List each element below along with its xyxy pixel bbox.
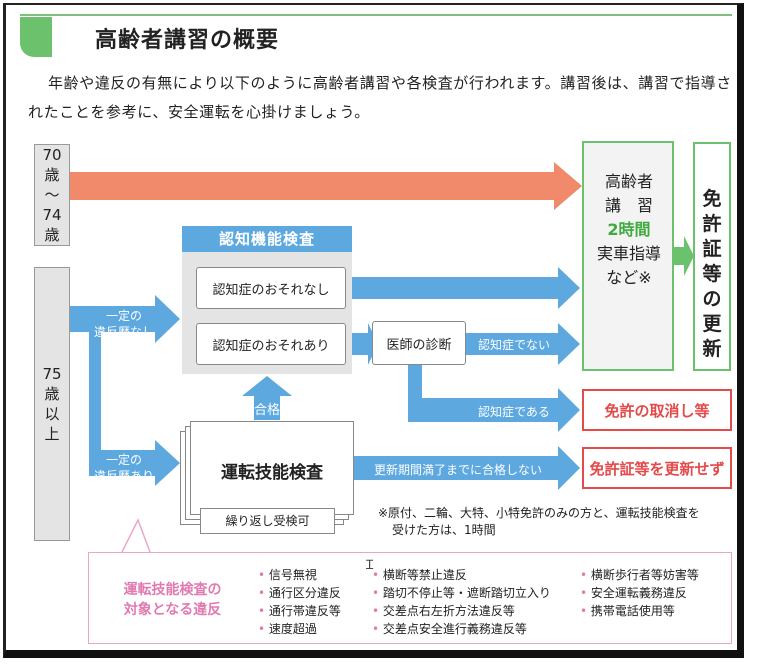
title-tab-marker <box>20 17 52 57</box>
title-rule <box>20 14 732 16</box>
violation-item: • 踏切不停止等・遮断踏切立入り <box>372 586 551 600</box>
label-line: 違反歴なし <box>93 325 154 339</box>
violation-item: • 信号無視 <box>258 568 317 582</box>
no-renewal-box: 免許証等を更新せず <box>582 447 732 489</box>
fail-before-expiry-label: 更新期間満了までに合格しない <box>374 463 543 477</box>
violation-callout-pointer <box>121 518 151 553</box>
violation-text: 横断歩行者等妨害等 <box>590 568 699 582</box>
lecture-box <box>582 141 674 371</box>
arrow-head-no-violation <box>155 295 180 343</box>
label-line: 一定の <box>105 309 142 323</box>
violation-text: 通行区分違反 <box>268 586 341 600</box>
violation-text: 踏切不停止等・遮断踏切立入り <box>382 586 551 600</box>
age-line: ～ <box>44 186 60 204</box>
renewal-char: の <box>702 288 722 310</box>
violation-item: • 交差点安全進行義務違反等 <box>372 622 527 636</box>
page-title: 高齢者講習の概要 <box>95 28 280 53</box>
driving-test-title: 運転技能検査 <box>221 463 323 483</box>
violations-title-line: 運転技能検査の <box>123 582 222 598</box>
renewal-char: 証 <box>702 238 722 260</box>
cognitive-test-title: 認知機能検査 <box>182 226 352 252</box>
page-frame <box>3 3 744 658</box>
driving-test-box <box>190 421 354 515</box>
renewal-char: 等 <box>702 263 722 285</box>
no-dementia-risk-box: 認知症のおそれなし <box>196 267 346 309</box>
age-line: 70 <box>42 146 62 164</box>
violation-text: 横断等禁止違反 <box>382 568 467 582</box>
pass-label: 合格 <box>254 403 281 418</box>
renewal-char: 許 <box>702 213 722 235</box>
age-line: 75 <box>42 365 62 383</box>
violations-box <box>88 552 732 644</box>
not-dementia-label: 認知症でない <box>478 338 551 352</box>
arrow-to-renewal <box>674 236 694 276</box>
text-cursor-icon: Ɪ <box>366 558 374 573</box>
arrow-head-pass <box>242 376 292 396</box>
age-line: 歳 <box>44 166 60 184</box>
arrow-head-to-no-renew <box>558 446 580 490</box>
license-cancel-box: 免許の取消し等 <box>582 389 732 431</box>
violation-item: • 速度超過 <box>258 622 317 636</box>
license-renewal-box: 免 許 証 等 の 更 新 <box>693 142 731 371</box>
age-75-plus-box: 75 歳 以 上 <box>34 267 70 541</box>
age-line: 歳 <box>44 226 60 244</box>
footnote-line: ※原付、二輪、大特、小特免許のみの方と、運転技能検査を <box>378 506 700 520</box>
renewal-char: 免 <box>702 188 722 210</box>
arrow-head-to-lecture-2 <box>558 323 580 365</box>
repeat-allowed-box: 繰り返し受検可 <box>200 508 335 534</box>
violation-text: 交差点右左折方法違反等 <box>382 604 515 618</box>
arrow-head-with-violation <box>155 440 180 486</box>
age-line: 以 <box>44 405 60 423</box>
lecture-content: 高齢者 講 習 2時間 実車指導 など※ <box>586 170 672 345</box>
lecture-line: 実車指導 <box>596 244 661 263</box>
age-line: 上 <box>44 425 60 443</box>
violation-text: 信号無視 <box>268 568 317 582</box>
footnote-line: 受けた方は、1時間 <box>392 523 496 537</box>
violations-title-line: 対象となる違反 <box>123 602 222 618</box>
label-no-violation: 一定の 違反歴なし <box>88 308 160 340</box>
violation-text: 通行帯違反等 <box>268 604 341 618</box>
arrow-head-to-cancel <box>558 388 580 432</box>
violation-text: 交差点安全進行義務違反等 <box>382 622 527 636</box>
trunk-upper-bar <box>70 306 155 332</box>
arrow-head-to-lecture-1 <box>558 267 580 309</box>
violation-item: • 通行区分違反 <box>258 586 341 600</box>
violation-item: • 横断等禁止違反 <box>372 568 467 582</box>
violation-item: • 安全運転義務違反 <box>580 586 687 600</box>
violation-item: • 交差点右左折方法違反等 <box>372 604 515 618</box>
lecture-line: 講 習 <box>604 196 653 215</box>
label-line: 違反歴あり <box>93 469 154 483</box>
violation-text: 速度超過 <box>268 622 317 636</box>
renewal-char: 更 <box>702 313 722 335</box>
footnote: ※原付、二輪、大特、小特免許のみの方と、運転技能検査を 受けた方は、1時間 <box>378 505 700 539</box>
renewal-char: 新 <box>702 338 722 360</box>
lecture-line: など※ <box>606 268 652 287</box>
violation-item: • 携帯電話使用等 <box>580 604 675 618</box>
lecture-hours: 2時間 <box>607 220 651 239</box>
intro-paragraph: 年齢や違反の有無により以下のように高齢者講習や各検査が行われます。講習後は、講習… <box>28 74 732 121</box>
violation-text: 安全運転義務違反 <box>590 586 687 600</box>
is-dementia-label: 認知症である <box>478 405 550 419</box>
violation-text: 携帯電話使用等 <box>590 604 675 618</box>
violation-item: • 通行帯違反等 <box>258 604 341 618</box>
age-line: 歳 <box>44 385 60 403</box>
label-with-violation: 一定の 違反歴あり <box>88 452 160 484</box>
orange-arrow-70-74 <box>70 162 582 210</box>
violation-item: • 横断歩行者等妨害等 <box>580 568 699 582</box>
lecture-line: 高齢者 <box>604 172 653 191</box>
label-line: 一定の <box>105 453 142 467</box>
age-line: 74 <box>42 206 62 224</box>
dementia-risk-box: 認知症のおそれあり <box>196 323 346 365</box>
age-70-74-box: 70 歳 ～ 74 歳 <box>34 144 70 246</box>
violations-title: 運転技能検査の 対象となる違反 <box>100 580 245 620</box>
doctor-diagnosis-box: 医師の診断 <box>372 321 466 365</box>
